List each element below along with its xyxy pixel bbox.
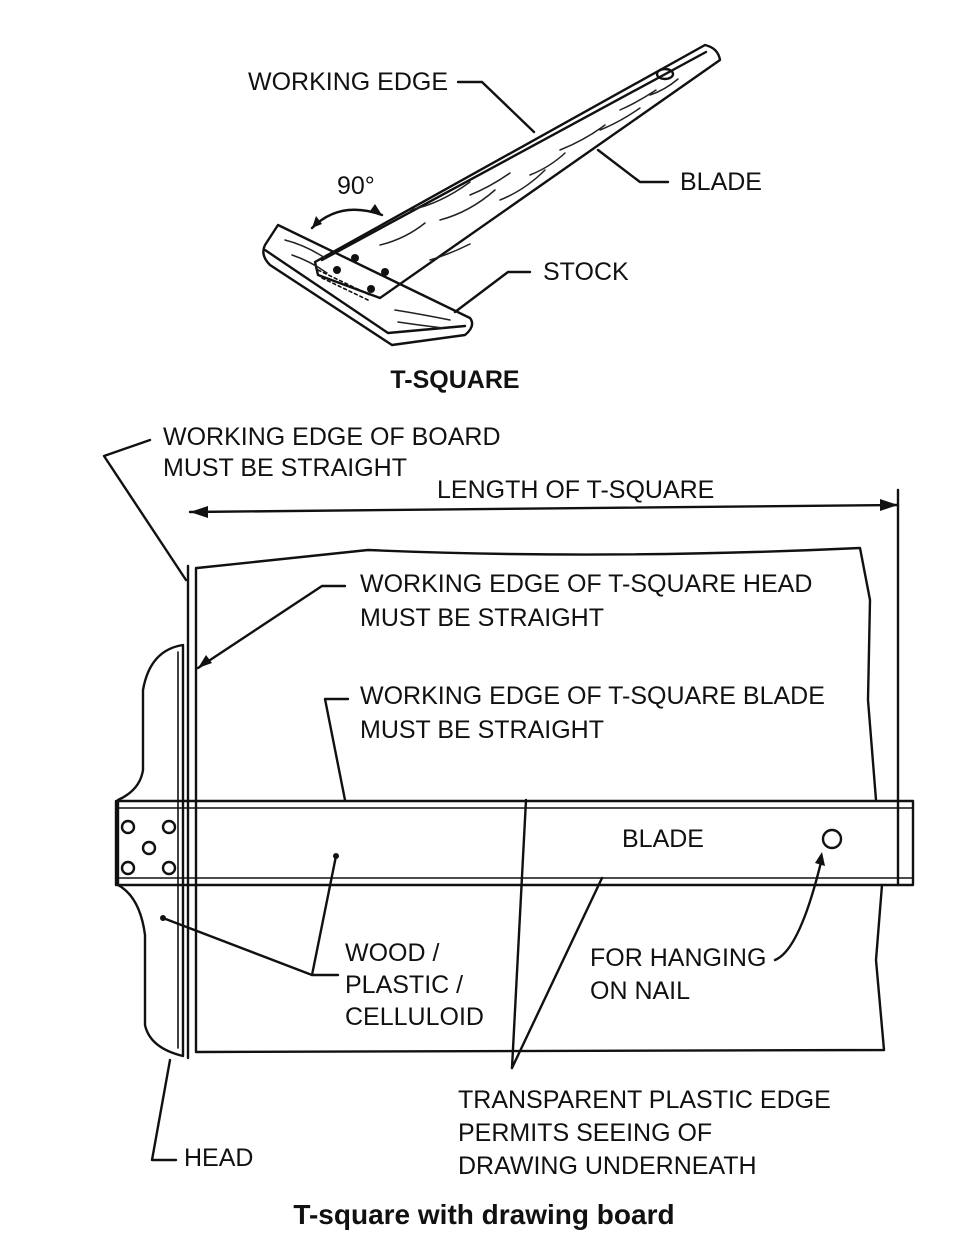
blade-edge-label-line1: WORKING EDGE OF T-SQUARE BLADE [360, 682, 825, 710]
stock-shape [262, 223, 474, 347]
stock-joint [317, 269, 373, 301]
screw-icon [120, 860, 136, 876]
screw-icon [161, 860, 177, 876]
arrowhead-icon [815, 852, 825, 866]
material-leader-blade [310, 854, 340, 977]
t-square-caption: T-SQUARE [390, 366, 519, 394]
material-label-line3: CELLULOID [345, 1003, 484, 1031]
blade-label: BLADE [622, 825, 704, 853]
blade-label: BLADE [680, 168, 762, 196]
blade-leader [596, 148, 670, 184]
arrowhead-icon [312, 216, 322, 228]
drawing-board [194, 546, 886, 1054]
working-edge-label: WORKING EDGE [248, 68, 448, 96]
length-dimension-line [188, 503, 900, 514]
stock-leader [453, 270, 532, 314]
arrowhead-icon [190, 506, 208, 518]
material-label-line1: WOOD / [345, 939, 439, 967]
angle-label: 90° [337, 172, 375, 200]
screw-icon [120, 819, 136, 835]
head-edge-label-line2: MUST BE STRAIGHT [360, 604, 604, 632]
stock-label: STOCK [543, 258, 629, 286]
screw-icon [141, 840, 157, 856]
length-label: LENGTH OF T-SQUARE [437, 476, 714, 504]
screw-icon [367, 285, 375, 293]
board-edge-label-line2: MUST BE STRAIGHT [163, 454, 407, 482]
wood-grain [284, 78, 679, 329]
plastic-label-line2: PERMITS SEEING OF [458, 1119, 712, 1147]
board-edge-label-line1: WORKING EDGE OF BOARD [163, 423, 501, 451]
head-label: HEAD [184, 1144, 253, 1172]
hanging-hole-icon [821, 828, 843, 850]
board-edge-leader [102, 438, 188, 582]
hanging-hole-icon [655, 67, 675, 81]
right-angle-arc [310, 208, 384, 230]
hanging-leader [773, 856, 824, 962]
screw-icon [161, 819, 177, 835]
blade-shape [313, 43, 722, 300]
screw-icon [351, 254, 359, 262]
plastic-edge-leader-bottom [510, 876, 604, 1070]
blade-edge-leader [323, 697, 350, 802]
screw-icon [381, 268, 389, 276]
working-edge-leader [456, 80, 536, 134]
board-illustration: LENGTH OF T-SQUARE WORKING EDGE OF BOARD… [102, 423, 915, 1230]
material-label-line2: PLASTIC / [345, 971, 463, 999]
blade-working-edge [320, 50, 708, 262]
head-edge-label-line1: WORKING EDGE OF T-SQUARE HEAD [360, 570, 812, 598]
head-edge-leader [196, 584, 347, 670]
plastic-label-line3: DRAWING UNDERNEATH [458, 1152, 757, 1180]
plastic-label-line1: TRANSPARENT PLASTIC EDGE [458, 1086, 831, 1114]
head-leader [150, 1058, 178, 1162]
stock-front-edge [263, 248, 467, 335]
hanging-label-line1: FOR HANGING [590, 944, 766, 972]
screw-icon [333, 266, 341, 274]
hanging-label-line2: ON NAIL [590, 977, 690, 1005]
t-square-blade [114, 799, 915, 887]
material-leader-head [161, 916, 314, 977]
arrowhead-icon [370, 204, 382, 215]
t-square-illustration: 90° WORKING EDGE BLADE STOCK T-SQUARE [248, 43, 762, 394]
arrowhead-icon [198, 655, 212, 668]
arrowhead-icon [880, 499, 898, 511]
screws [120, 819, 177, 876]
board-caption: T-square with drawing board [293, 1199, 674, 1230]
plastic-edge-leader-top [510, 798, 528, 1070]
t-square-head [116, 643, 185, 1058]
blade-edge-label-line2: MUST BE STRAIGHT [360, 716, 604, 744]
